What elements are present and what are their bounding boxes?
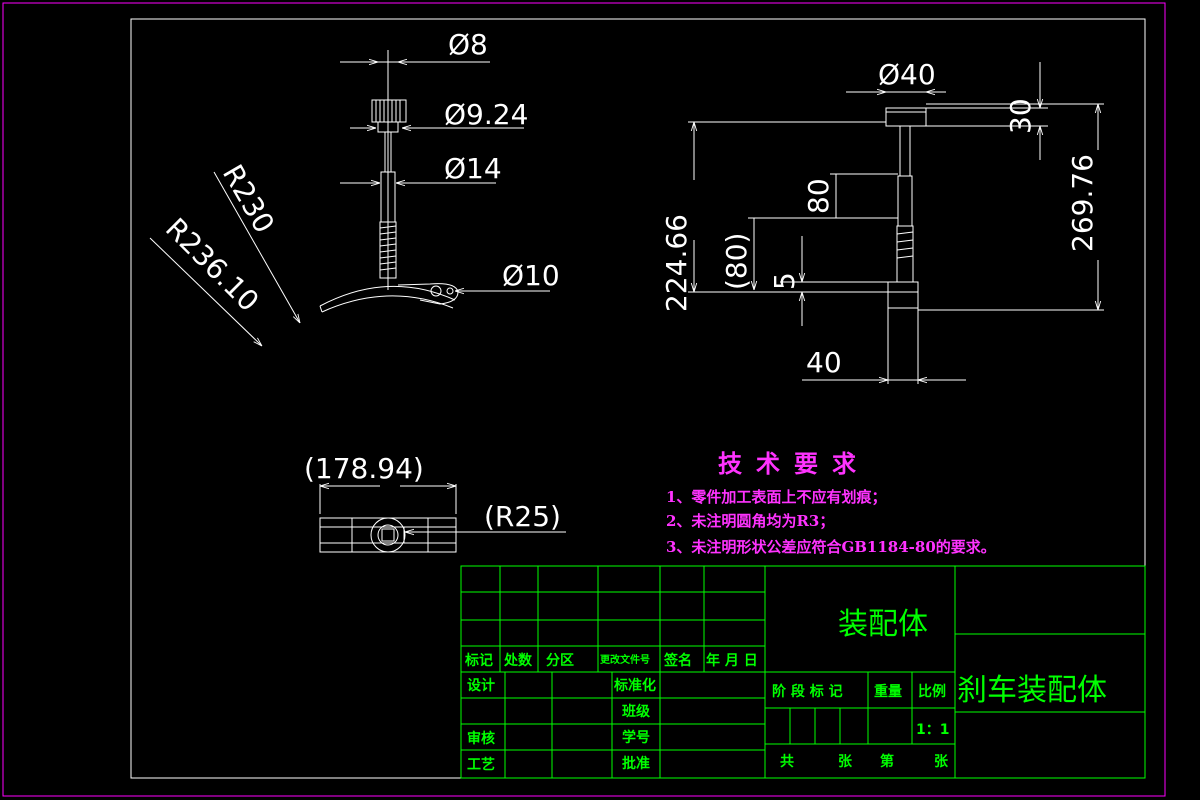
tech-req-item-1: 1、零件加工表面上不应有划痕； — [666, 488, 886, 506]
tb-header-signature: 签名 — [663, 652, 692, 669]
tb-sheet-total: 共 — [780, 753, 794, 770]
tb-header-biaoji: 标记 — [464, 652, 493, 669]
tb-header-fenqu: 分区 — [546, 653, 574, 669]
dim-r25: (R25) — [484, 500, 561, 533]
tb-part-name: 刹车装配体 — [957, 673, 1107, 708]
tb-header-date: 年 月 日 — [706, 652, 758, 669]
title-block: 标记 处数 分区 更改文件号 签名 年 月 日 设计 审核 工艺 标准化 班级 … — [460, 565, 1146, 779]
dim-r230: R230 — [216, 159, 281, 239]
front-view: Ø8 Ø9.24 Ø14 Ø10 R230 R236.10 — [149, 28, 560, 346]
top-view: (178.94) (R25) — [304, 452, 566, 553]
tb-label-gongyi: 工艺 — [467, 756, 495, 773]
dim-h80: 80 — [802, 178, 835, 214]
dim-d40: Ø40 — [878, 58, 936, 91]
side-view: Ø40 30 269.76 224.66 80 (80) 5 — [660, 58, 1104, 384]
tech-req-title: 技术要求 — [718, 449, 870, 478]
tb-label-pizhun: 批准 — [622, 755, 650, 772]
dim-d10: Ø10 — [502, 259, 560, 292]
tb-label-sheji: 设计 — [467, 677, 495, 694]
dim-h80ref: (80) — [720, 233, 753, 290]
technical-requirements: 技术要求 1、零件加工表面上不应有划痕； 2、未注明圆角均为R3； 3、未注明形… — [666, 449, 996, 556]
dim-h5: 5 — [768, 272, 801, 290]
tb-header-chushu: 处数 — [503, 652, 533, 669]
tb-label-weight: 重量 — [874, 683, 902, 700]
dim-h26976: 269.76 — [1066, 154, 1099, 252]
tb-label-stage: 阶 段 标 记 — [772, 683, 843, 700]
dim-d924: Ø9.24 — [444, 98, 528, 131]
tb-label-scale: 比例 — [918, 683, 946, 700]
tb-label-biaozhunhua: 标准化 — [613, 677, 656, 694]
tech-req-item-2: 2、未注明圆角均为R3； — [666, 512, 834, 530]
dim-l17894: (178.94) — [304, 452, 424, 485]
dim-d14: Ø14 — [444, 152, 502, 185]
tb-label-xuehao: 学号 — [622, 729, 650, 746]
tb-header-change-doc: 更改文件号 — [600, 653, 650, 666]
dim-h22466: 224.66 — [660, 214, 693, 312]
tb-label-shenhe: 审核 — [467, 730, 495, 747]
tb-scale-value: 1：1 — [916, 722, 949, 738]
tb-sheet-zhang1: 张 — [838, 754, 853, 770]
tb-label-banji: 班级 — [622, 703, 651, 720]
tech-req-item-3: 3、未注明形状公差应符合GB1184-80的要求。 — [666, 538, 996, 556]
tb-sheet-no: 第 — [880, 753, 894, 770]
tb-drawing-name: 装配体 — [838, 607, 928, 642]
tb-sheet-zhang2: 张 — [934, 754, 949, 770]
dim-w40: 40 — [806, 346, 842, 379]
dim-d8: Ø8 — [448, 28, 488, 61]
sheet-frame — [2, 2, 1166, 797]
